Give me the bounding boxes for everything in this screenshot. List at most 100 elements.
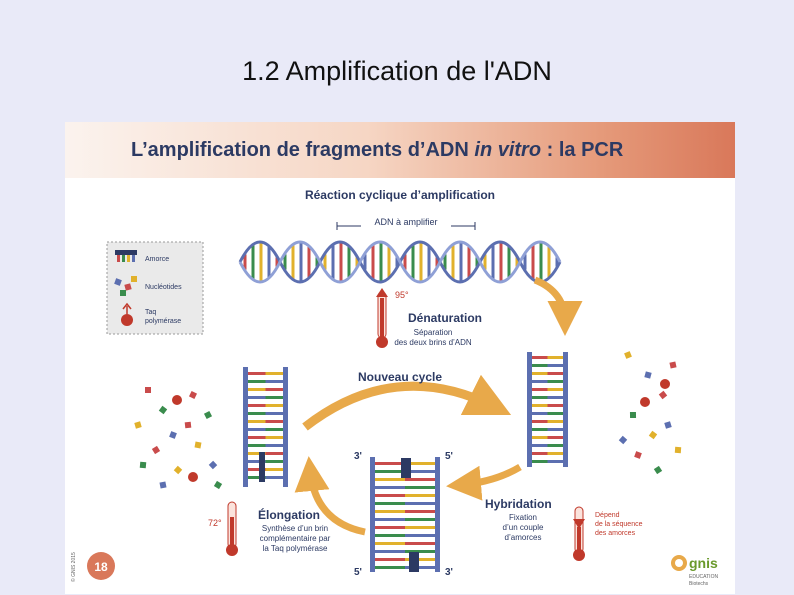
banner-title: L’amplification de fragments d’ADN in vi… bbox=[131, 139, 623, 162]
nucleotides-icon bbox=[114, 276, 137, 296]
ladder-rung bbox=[405, 462, 435, 465]
ladder-rung bbox=[547, 444, 563, 447]
ladder-rung bbox=[532, 364, 548, 367]
ladder-rung bbox=[375, 486, 405, 489]
ladder-rung bbox=[265, 412, 283, 415]
ladder-rung bbox=[532, 372, 548, 375]
end-bottom-left: 5' bbox=[354, 567, 362, 578]
ladder-rung bbox=[375, 510, 405, 513]
ladder-rung bbox=[375, 462, 405, 465]
ladder-rung bbox=[405, 542, 435, 545]
denaturation-temp: 95° bbox=[395, 290, 409, 300]
nucleotide-icon bbox=[674, 446, 682, 454]
ladder-rung bbox=[248, 476, 266, 479]
ladder-rung bbox=[532, 356, 548, 359]
arrow-to-elongation bbox=[294, 456, 366, 536]
legend-taq-2: polymérase bbox=[145, 318, 181, 325]
nucleotide-icon bbox=[139, 461, 147, 469]
ladder-rung bbox=[532, 428, 548, 431]
nucleotide-icon bbox=[169, 431, 177, 439]
nucleotide-icon bbox=[634, 451, 642, 459]
nucleotide-icon bbox=[151, 445, 161, 455]
depends-2: de la séquence bbox=[595, 521, 643, 528]
ladder-rung bbox=[248, 444, 266, 447]
ladder-rung bbox=[248, 372, 266, 375]
ladder-rung bbox=[248, 420, 266, 423]
dna-label: ADN à amplifier bbox=[374, 217, 437, 227]
nucleotide-icon bbox=[203, 410, 213, 420]
ladder-rung bbox=[375, 550, 405, 553]
slide-title: 1.2 Amplification de l'ADN bbox=[242, 56, 552, 86]
ladder-rung bbox=[375, 518, 405, 521]
dna-helix bbox=[238, 240, 562, 284]
taq-polymerase-icon bbox=[660, 379, 670, 389]
nucleotide-icon bbox=[658, 390, 668, 400]
page-number: 18 bbox=[94, 560, 108, 574]
ladder-rung bbox=[547, 460, 563, 463]
taq-polymerase-icon bbox=[640, 397, 650, 407]
thermometer-hybridation-icon bbox=[573, 506, 585, 561]
hybridation-desc-3: d’amorces bbox=[505, 533, 542, 542]
ladder-rung bbox=[248, 428, 266, 431]
ladder-rung bbox=[547, 396, 563, 399]
ladder-rung bbox=[375, 494, 405, 497]
nucleotide-icon bbox=[173, 465, 183, 475]
nucleotide-icon bbox=[669, 361, 677, 369]
depends-3: des amorces bbox=[595, 530, 636, 537]
thermometer-denaturation-icon bbox=[376, 288, 388, 348]
ladder-rung bbox=[532, 420, 548, 423]
arrow-to-denaturation bbox=[533, 276, 583, 336]
thermometer-elongation-icon bbox=[226, 501, 238, 556]
denaturation-desc-2: des deux brins d’ADN bbox=[394, 338, 472, 347]
hybridation-desc-1: Fixation bbox=[509, 513, 537, 522]
ladder-rung bbox=[375, 566, 405, 569]
ladder-rung bbox=[547, 364, 563, 367]
ladder-rung bbox=[547, 420, 563, 423]
ladder-rung bbox=[405, 494, 435, 497]
ladder-rung bbox=[532, 444, 548, 447]
scattered-nucleotides bbox=[134, 351, 682, 490]
ladder-rung bbox=[265, 420, 283, 423]
taq-polymerase-icon bbox=[172, 395, 182, 405]
ladder-rung bbox=[532, 396, 548, 399]
ladder-rung bbox=[265, 444, 283, 447]
legend-primer: Amorce bbox=[145, 256, 169, 263]
ladder-rung bbox=[547, 356, 563, 359]
ladder-rung bbox=[248, 396, 266, 399]
ladder-rung bbox=[532, 452, 548, 455]
ladder-rung bbox=[405, 518, 435, 521]
nucleotide-icon bbox=[648, 430, 658, 440]
nucleotide-icon bbox=[653, 465, 663, 475]
nucleotide-icon bbox=[159, 481, 167, 489]
banner: L’amplification de fragments d’ADN in vi… bbox=[65, 122, 735, 178]
denaturation-desc-1: Séparation bbox=[414, 328, 453, 337]
ladder-rung bbox=[405, 550, 435, 553]
ladder-rung bbox=[547, 412, 563, 415]
ladder-rung bbox=[405, 486, 435, 489]
ladder-rung bbox=[248, 460, 266, 463]
hybridation-strands bbox=[370, 457, 440, 572]
nucleotide-icon bbox=[188, 390, 198, 400]
logo-line1: EDUCATION bbox=[689, 574, 718, 580]
end-top-right: 5' bbox=[445, 451, 453, 462]
nucleotide-icon bbox=[213, 480, 223, 490]
nucleotide-icon bbox=[134, 421, 142, 429]
nucleotide-icon bbox=[145, 387, 151, 393]
ladder-rung bbox=[532, 436, 548, 439]
ladder-rung bbox=[248, 388, 266, 391]
nucleotide-icon bbox=[624, 351, 632, 359]
depends-1: Dépend bbox=[595, 512, 620, 519]
ladder-rung bbox=[248, 404, 266, 407]
ladder-rung bbox=[265, 468, 283, 471]
elongation-desc-3: la Taq polymérase bbox=[263, 544, 328, 553]
ladder-rung bbox=[547, 404, 563, 407]
ladder-rung bbox=[265, 460, 283, 463]
ladder-rung bbox=[375, 526, 405, 529]
copyright: © GNIS 2015 bbox=[70, 552, 77, 582]
ladder-rung bbox=[547, 436, 563, 439]
ladder-rung bbox=[375, 558, 405, 561]
nucleotide-icon bbox=[629, 411, 637, 419]
ladder-rung bbox=[375, 478, 405, 481]
nucleotide-icon bbox=[664, 421, 672, 429]
logo-line2: Biotechs bbox=[689, 581, 709, 587]
